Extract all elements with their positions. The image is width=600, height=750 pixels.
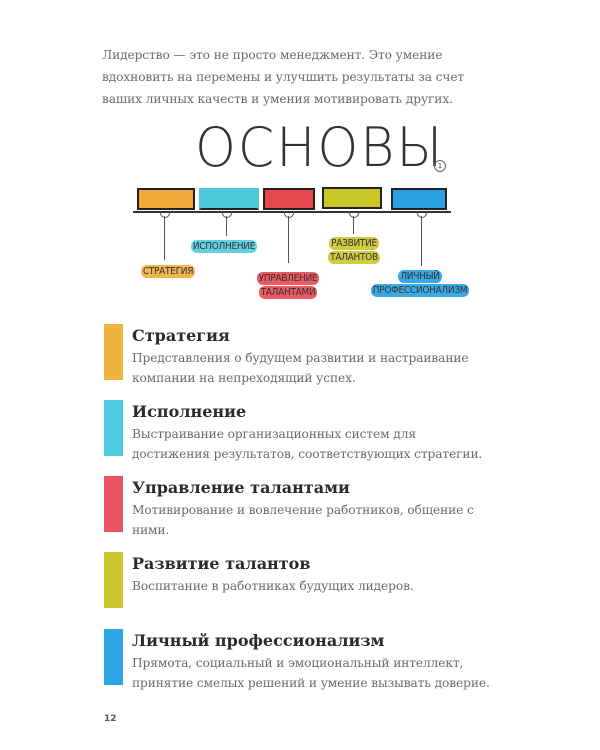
diagram-box-talent-management	[263, 188, 315, 210]
foundations-diagram: ОСНОВЫ 1 Стратегия Исполнение Управление…	[0, 0, 600, 310]
connector-line	[353, 216, 354, 234]
item-title: Исполнение	[132, 402, 247, 421]
diagram-box-talent-development	[322, 187, 382, 209]
item-title: Стратегия	[132, 326, 230, 345]
diagram-label-talent-management: Управление талантами	[256, 272, 320, 299]
color-bar	[104, 400, 123, 456]
diagram-baseline	[133, 211, 451, 213]
item-description: Воспитание в работниках будущих лидеров.	[132, 579, 414, 593]
diagram-box-personal-professionalism	[391, 188, 447, 210]
connector-line	[421, 216, 422, 266]
item-description: Представления о будущем развитии и настр…	[132, 351, 469, 385]
item-description: Прямота, социальный и эмоциональный инте…	[132, 656, 490, 690]
intro-paragraph: Лидерство — это не просто менеджмент. Эт…	[102, 48, 465, 106]
diagram-label-strategy: Стратегия	[140, 265, 196, 278]
item-title: Развитие талантов	[132, 554, 311, 573]
page-number: 12	[104, 714, 117, 724]
item-title: Управление талантами	[132, 478, 350, 497]
connector-knob	[417, 212, 427, 218]
connector-knob	[160, 212, 170, 218]
color-bar	[104, 629, 123, 685]
connector-line	[164, 216, 165, 260]
list-item-strategy: Стратегия Представления о будущем развит…	[104, 324, 504, 385]
connector-line	[288, 216, 289, 263]
list-item-personal-professionalism: Личный профессионализм Прямота, социальн…	[104, 629, 504, 690]
connector-line	[226, 216, 227, 236]
item-title: Личный профессионализм	[132, 631, 385, 650]
color-bar	[104, 476, 123, 532]
diagram-title: ОСНОВЫ	[195, 116, 445, 180]
diagram-box-strategy	[137, 188, 195, 210]
color-bar	[104, 324, 123, 380]
diagram-label-personal-professionalism: Личный профессионализм	[370, 270, 470, 297]
footnote-marker: 1	[434, 160, 446, 172]
diagram-box-execution	[199, 188, 259, 210]
color-bar	[104, 552, 123, 608]
connector-knob	[222, 212, 232, 218]
item-description: Мотивирование и вовлечение работников, о…	[132, 503, 474, 537]
diagram-label-execution: Исполнение	[190, 240, 258, 253]
connector-knob	[284, 212, 294, 218]
list-item-execution: Исполнение Выстраивание организационных …	[104, 400, 504, 461]
list-item-talent-development: Развитие талантов Воспитание в работника…	[104, 552, 504, 612]
item-description: Выстраивание организационных систем для …	[132, 427, 483, 461]
connector-knob	[349, 212, 359, 218]
list-item-talent-management: Управление талантами Мотивирование и вов…	[104, 476, 504, 537]
diagram-label-talent-development: Развитие талантов	[328, 237, 380, 264]
